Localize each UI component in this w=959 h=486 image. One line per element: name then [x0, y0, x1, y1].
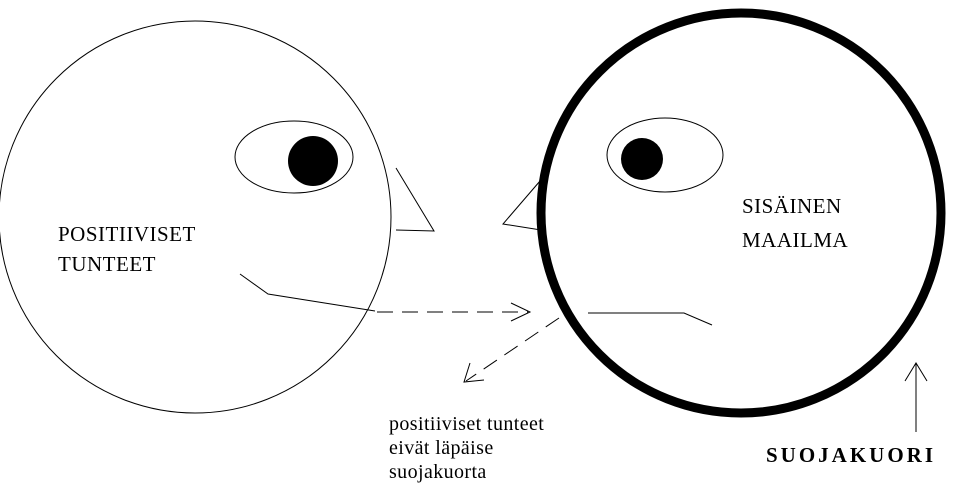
shell-label: SUOJAKUORI	[766, 443, 936, 468]
dashed-arrow-deflected	[464, 318, 559, 382]
shell-pointer-arrow	[905, 363, 927, 432]
dashed-arrow-right	[377, 303, 530, 321]
left-mouth	[240, 274, 375, 311]
protective-shell	[541, 13, 941, 413]
right-pupil	[621, 138, 663, 180]
deflection-note-line-3: suojakuorta	[389, 460, 544, 484]
deflection-note-line-1: positiiviset tunteet	[389, 412, 544, 436]
left-face-label: POSITIIVISET TUNTEET	[58, 219, 196, 279]
left-face-label-line-2: TUNTEET	[58, 249, 196, 279]
deflection-note: positiiviset tunteet eivät läpäise suoja…	[389, 412, 544, 484]
right-mouth	[588, 313, 712, 325]
left-face	[0, 21, 434, 413]
deflection-note-line-2: eivät läpäise	[389, 436, 544, 460]
left-face-label-line-1: POSITIIVISET	[58, 219, 196, 249]
right-face	[503, 13, 941, 413]
right-face-label-line-2: MAAILMA	[742, 223, 848, 257]
right-face-label-line-1: SISÄINEN	[742, 189, 848, 223]
right-nose	[503, 181, 541, 230]
left-nose	[396, 168, 434, 231]
left-pupil	[288, 136, 338, 186]
left-face-outline	[0, 21, 391, 413]
right-face-label: SISÄINEN MAAILMA	[742, 189, 848, 257]
